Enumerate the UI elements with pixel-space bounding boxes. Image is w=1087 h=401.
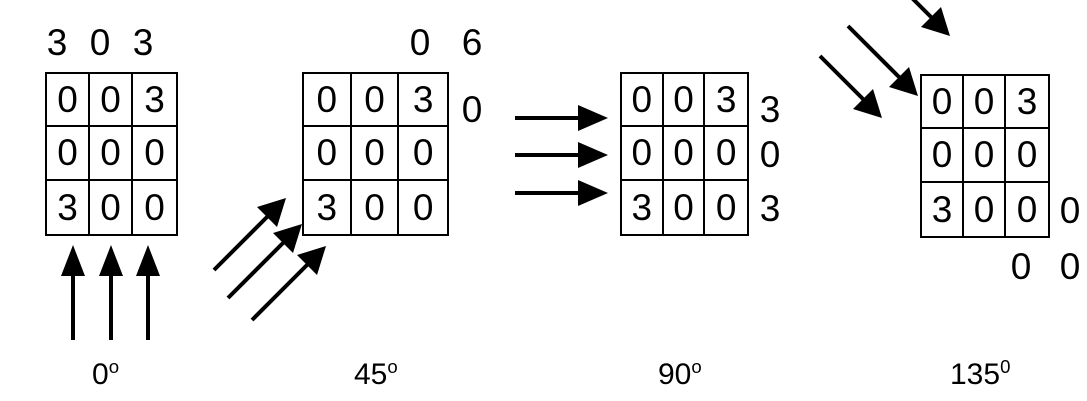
matrix-cell: 0	[622, 127, 664, 181]
edge-label-top: 6	[461, 22, 483, 63]
caption-value: 90	[658, 358, 692, 391]
matrix-cell: 3	[133, 74, 176, 128]
edge-label-bottom: 0	[1010, 246, 1032, 287]
matrix-cell: 3	[304, 180, 352, 234]
matrix-cell: 3	[399, 74, 447, 128]
matrix-cell: 0	[90, 127, 133, 181]
direction-arrows-up-right	[212, 198, 326, 322]
degree-mark: o	[691, 356, 702, 377]
matrix-cell: 0	[922, 76, 964, 130]
arrow-right-icon	[515, 180, 608, 206]
edge-label-right: 3	[759, 188, 781, 229]
matrix-cell: 3	[47, 180, 90, 234]
arrow-up-right-icon	[212, 198, 286, 272]
arrow-right-icon	[515, 142, 608, 168]
matrix-grid-135deg: 0 0 3 0 0 0 3 0 0	[920, 74, 1050, 238]
arrow-down-right-icon	[911, 0, 950, 36]
matrix-cell: 0	[964, 76, 1006, 130]
edge-label-right: 0	[759, 134, 781, 175]
matrix-cell: 0	[412, 186, 434, 228]
matrix-cell: 0	[705, 127, 747, 181]
degree-mark: o	[108, 356, 120, 377]
matrix-cell: 3	[622, 180, 664, 234]
edge-label-right: 3	[759, 89, 781, 130]
matrix-grid-0deg: 0 0 3 0 0 0 3 0 0	[45, 72, 178, 236]
arrow-up-right-icon	[250, 246, 326, 322]
caption-135-degrees: 1350	[950, 356, 1011, 391]
matrix-cell: 0	[47, 74, 90, 128]
caption-0-degrees: 0o	[92, 356, 120, 391]
matrix-cell: 0	[664, 180, 706, 234]
matrix-cell: 0	[922, 129, 964, 183]
arrow-down-right-icon	[846, 24, 918, 96]
matrix-cell: 0	[663, 127, 706, 181]
degree-mark: o	[387, 356, 398, 377]
matrix-cell: 0	[352, 180, 400, 234]
matrix-cell: 0	[964, 182, 1006, 236]
direction-arrows-right	[515, 105, 608, 206]
edge-label-right: 0	[1059, 190, 1081, 231]
edge-label-top: 3	[132, 22, 154, 63]
caption-value: 45	[354, 358, 388, 391]
matrix-cell: 0	[351, 127, 400, 181]
direction-arrows-up	[61, 245, 160, 340]
matrix-cell: 0	[663, 74, 706, 128]
matrix-cell: 0	[351, 74, 400, 128]
caption-value: 0	[92, 358, 109, 391]
matrix-cell: 0	[304, 74, 352, 128]
edge-label-top: 3	[46, 22, 68, 63]
matrix-cell: 0	[133, 127, 176, 181]
caption-value: 135	[950, 358, 1001, 391]
matrix-cell: 0	[715, 186, 737, 228]
matrix-cell: 0	[47, 127, 90, 181]
arrow-up-icon	[99, 245, 123, 340]
arrow-up-icon	[136, 245, 160, 340]
matrix-cell: 0	[90, 74, 133, 128]
arrow-up-right-icon	[226, 224, 302, 300]
matrix-cell: 3	[922, 182, 964, 236]
degree-mark: 0	[1000, 356, 1011, 377]
matrix-cell: 0	[144, 186, 165, 228]
matrix-cell: 0	[1006, 129, 1048, 183]
matrix-grid-90deg: 0 0 3 0 0 0 3 0 0	[620, 72, 749, 236]
matrix-cell: 0	[1016, 188, 1038, 230]
matrix-cell: 0	[304, 127, 352, 181]
edge-label-bottom: 0	[1059, 246, 1081, 287]
matrix-cell: 0	[964, 129, 1006, 183]
caption-90-degrees: 90o	[658, 356, 702, 391]
caption-45-degrees: 45o	[354, 356, 398, 391]
edge-label-right: 0	[461, 89, 483, 130]
arrow-up-icon	[61, 245, 85, 340]
matrix-cell: 3	[1006, 76, 1048, 130]
matrix-cell: 3	[705, 74, 747, 128]
edge-label-top: 0	[89, 22, 111, 63]
matrix-cell: 0	[399, 127, 447, 181]
edge-label-top: 0	[409, 22, 431, 63]
direction-arrows-down-right	[818, 0, 950, 118]
arrow-down-right-icon	[818, 54, 882, 118]
matrix-cell: 0	[622, 74, 664, 128]
matrix-grid-45deg: 0 0 3 0 0 0 3 0 0	[302, 72, 449, 236]
arrow-right-icon	[515, 105, 608, 131]
matrix-cell: 0	[90, 180, 133, 234]
